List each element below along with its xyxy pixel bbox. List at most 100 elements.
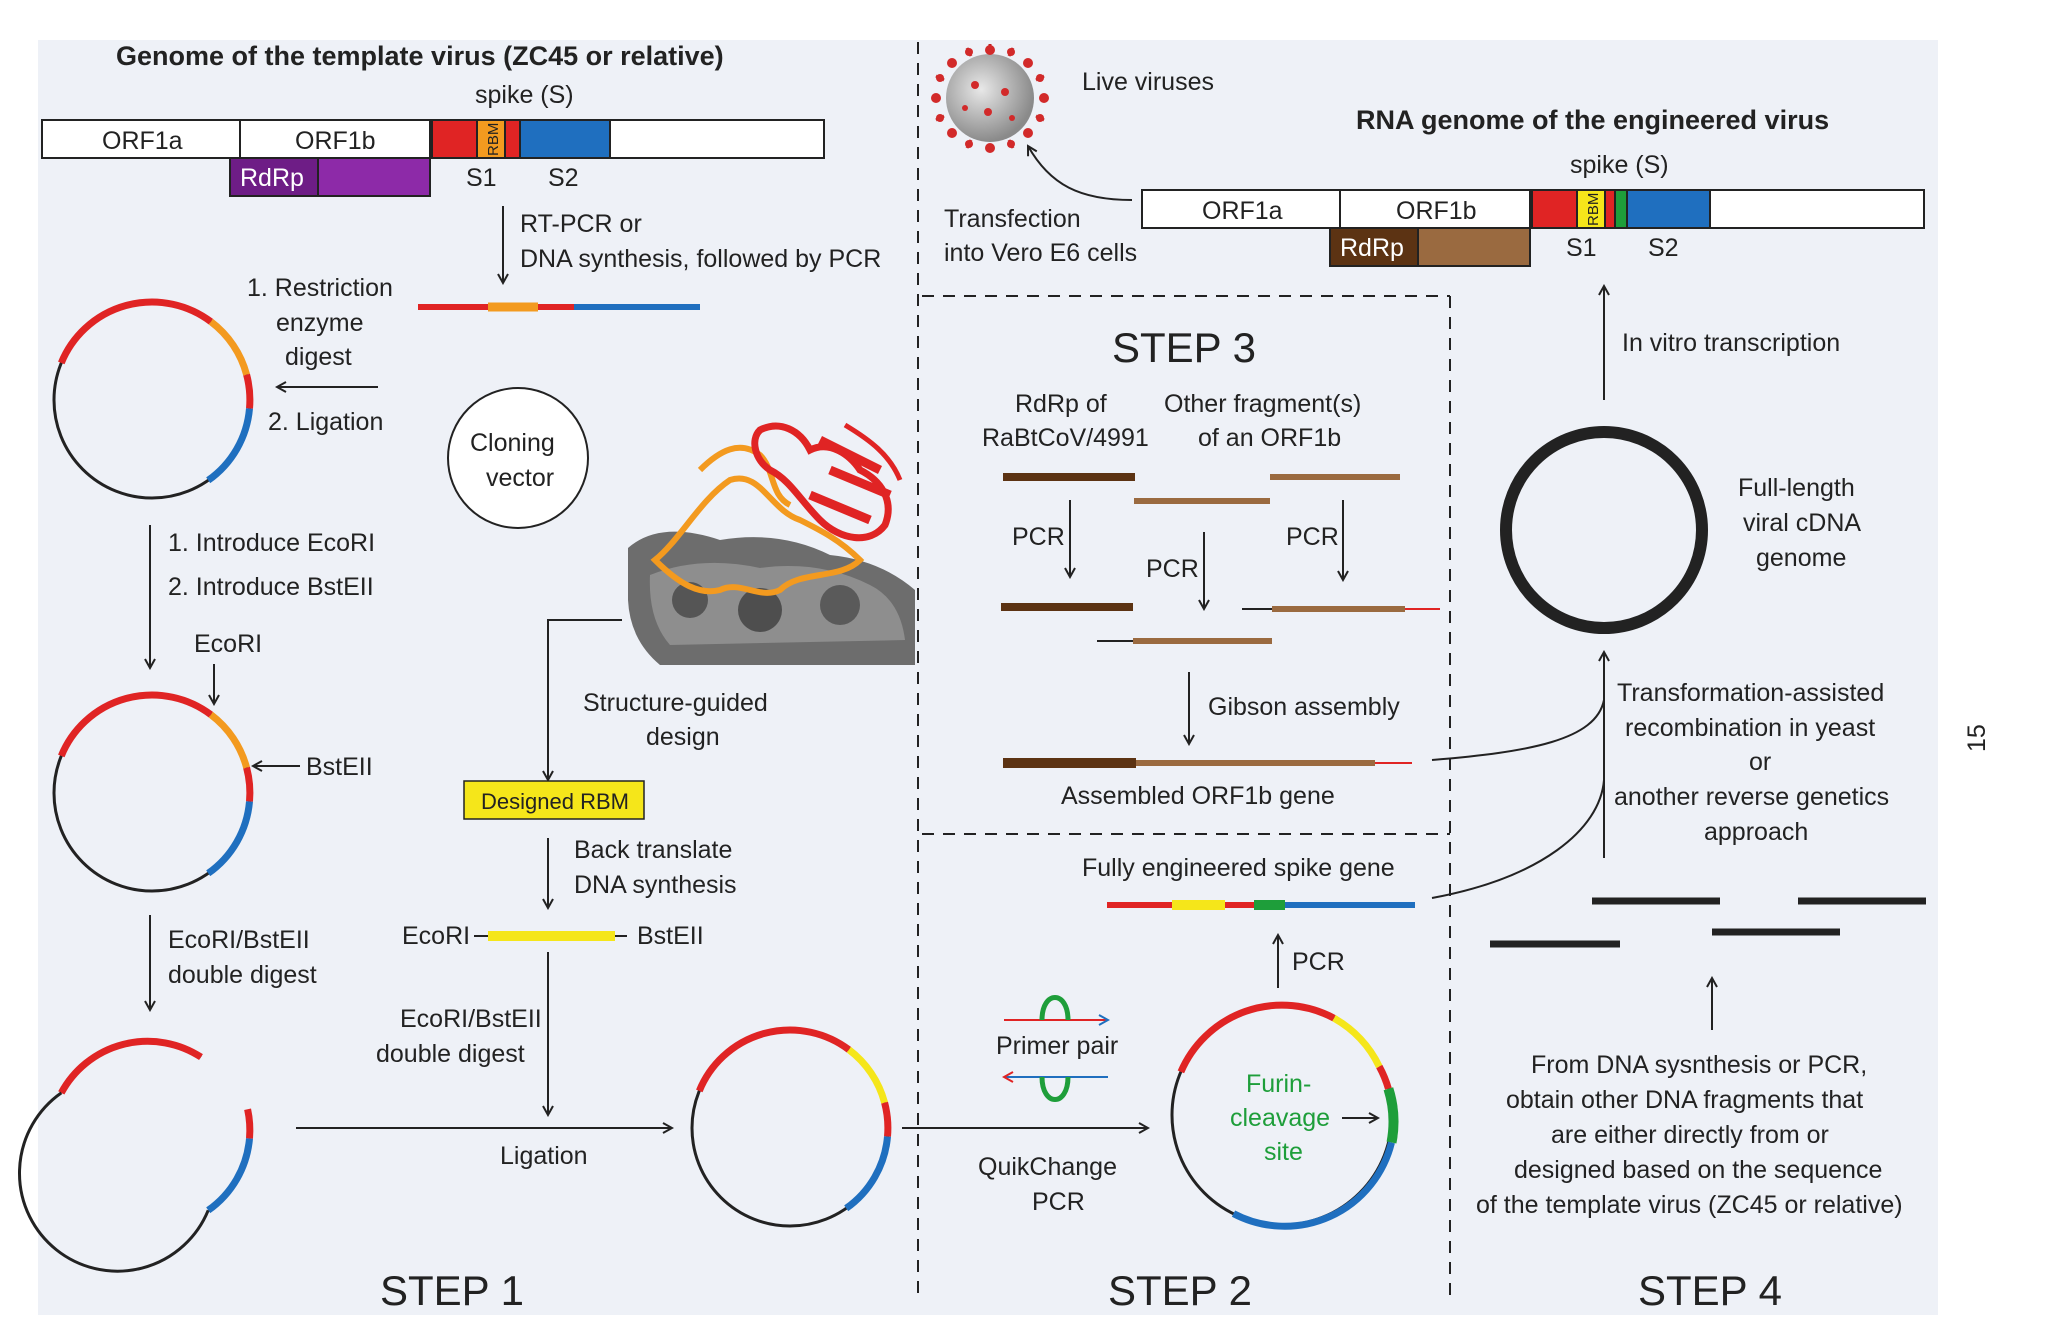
plasmid-2-blue (206, 801, 253, 877)
transformation-text-4: another reverse genetics (1614, 783, 1889, 811)
transformation-text-3: or (1749, 748, 1771, 776)
plasmid-1-orange (208, 318, 250, 376)
panel-background (38, 40, 1938, 1315)
designed-rbm-label: Designed RBM (481, 789, 629, 814)
quikchange-text-2: PCR (1032, 1188, 1085, 1216)
pcr-step2-label: PCR (1292, 948, 1345, 976)
pcr-b-label: PCR (1146, 555, 1199, 583)
orf1a-label: ORF1a (102, 127, 183, 155)
double-digest-mid-1: EcoRI/BstEII (400, 1005, 542, 1033)
step3-label: STEP 3 (1112, 324, 1256, 371)
transfection-text-1: Transfection (944, 205, 1081, 233)
arrow-structure-design (548, 619, 622, 780)
orf1b-label: ORF1b (295, 127, 376, 155)
designed-rbm-box (463, 780, 645, 820)
plasmid-5-yellow (1332, 1015, 1383, 1069)
s2-label-engineered: S2 (1648, 234, 1679, 262)
transformation-text-5: approach (1704, 818, 1808, 846)
rbm-protein-structure (628, 422, 915, 665)
full-length-text-1: Full-length (1738, 474, 1855, 502)
cloning-vector-text-1: Cloning (470, 429, 555, 457)
ligation-step-text: 2. Ligation (268, 408, 383, 436)
double-digest-left-2: double digest (168, 961, 317, 989)
plasmid-3-red-2 (244, 1108, 254, 1139)
plasmid-3-blue (206, 1138, 253, 1214)
rdrp-of-text-1: RdRp of (1015, 390, 1107, 418)
plasmid-3-red (58, 1037, 203, 1095)
spike-label-template: spike (S) (475, 81, 574, 109)
back-translate-text-2: DNA synthesis (574, 871, 737, 899)
rdrp-brown-dark (1329, 227, 1419, 267)
cloning-vector (447, 387, 589, 529)
spike-label-engineered: spike (S) (1570, 151, 1669, 179)
plasmid-3-black-2 (18, 1091, 210, 1273)
other-fragments-text-2: of an ORF1b (1198, 424, 1341, 452)
template-genome-title: Genome of the template virus (ZC45 or re… (116, 41, 724, 71)
spike-s1-red (431, 119, 478, 159)
from-text-3: are either directly from or (1551, 1121, 1829, 1149)
rbm-label: RBM (485, 123, 502, 156)
primer-forward-loop (1039, 995, 1071, 1021)
downstream-box (609, 119, 825, 159)
eng-spike-red-2 (1604, 189, 1616, 229)
gibson-label: Gibson assembly (1208, 693, 1400, 721)
live-viruses-label: Live viruses (1082, 68, 1214, 96)
furin-text-3: site (1264, 1138, 1303, 1166)
structure-text-1: Structure-guided (583, 689, 768, 717)
ecori-left-label: EcoRI (402, 922, 470, 950)
cloning-vector-text-2: vector (486, 464, 554, 492)
connector-spike (1431, 779, 1605, 899)
plasmid-1-red-2 (243, 373, 254, 409)
transformation-text-2: recombination in yeast (1625, 714, 1875, 742)
step4-label: STEP 4 (1638, 1267, 1782, 1314)
back-translate-text-1: Back translate (574, 836, 732, 864)
eng-spike-rbm (1576, 189, 1606, 229)
rbm-label-engineered: RBM (1585, 193, 1602, 226)
arrow-transfection (1028, 146, 1133, 201)
plasmid-4-blue (844, 1136, 891, 1212)
s1-label-engineered: S1 (1566, 234, 1597, 262)
orf1a-label-engineered: ORF1a (1202, 197, 1283, 225)
plasmid-5-green (1383, 1087, 1399, 1144)
furin-text-1: Furin- (1246, 1070, 1311, 1098)
quikchange-text-1: QuikChange (978, 1153, 1117, 1181)
plasmid-1-blue (206, 408, 253, 484)
primer-reverse-loop (1039, 1076, 1071, 1102)
pcr-c-label: PCR (1286, 523, 1339, 551)
rna-genome-title: RNA genome of the engineered virus (1356, 105, 1829, 135)
eng-spike-blue (1626, 189, 1711, 229)
rtpcr-text-1: RT-PCR or (520, 210, 642, 238)
furin-text-2: cleavage (1230, 1104, 1330, 1132)
eng-spike-red (1531, 189, 1578, 229)
restriction-text-2: enzyme (276, 309, 364, 337)
double-digest-left-1: EcoRI/BstEII (168, 926, 310, 954)
plasmid-2-orange (208, 711, 250, 769)
transformation-text-1: Transformation-assisted (1617, 679, 1884, 707)
introduce-text-2: 2. Introduce BstEII (168, 573, 374, 601)
downstream-box-engineered (1709, 189, 1925, 229)
from-text-1: From DNA sysnthesis or PCR, (1531, 1051, 1867, 1079)
plasmid-2-red-2 (243, 766, 254, 802)
virus-icon (931, 44, 1049, 153)
other-fragments-text-1: Other fragment(s) (1164, 390, 1361, 418)
plasmid-2-red (58, 691, 214, 758)
orf1a-box (41, 119, 241, 159)
pcr-a-label: PCR (1012, 523, 1065, 551)
plasmid-1-red (58, 298, 214, 365)
full-length-text-3: genome (1756, 544, 1846, 572)
from-text-5: of the template virus (ZC45 or relative) (1476, 1191, 1903, 1219)
spike-s1-red-2 (504, 119, 521, 159)
from-text-4: designed based on the sequence (1514, 1156, 1882, 1184)
plasmid-5-red-2 (1376, 1064, 1392, 1090)
assembled-label: Assembled ORF1b gene (1061, 782, 1335, 810)
eng-spike-green (1614, 189, 1628, 229)
in-vitro-label: In vitro transcription (1622, 329, 1840, 357)
connector-orf1b (1431, 699, 1605, 761)
plasmid-4-yellow (846, 1046, 888, 1104)
plasmid-4-red-2 (881, 1101, 892, 1137)
spike-s2-blue (519, 119, 611, 159)
introduce-text-1: 1. Introduce EcoRI (168, 529, 375, 557)
restriction-text-3: digest (285, 343, 352, 371)
ligation-text: Ligation (500, 1142, 588, 1170)
plasmid-5-red (1177, 1001, 1336, 1074)
